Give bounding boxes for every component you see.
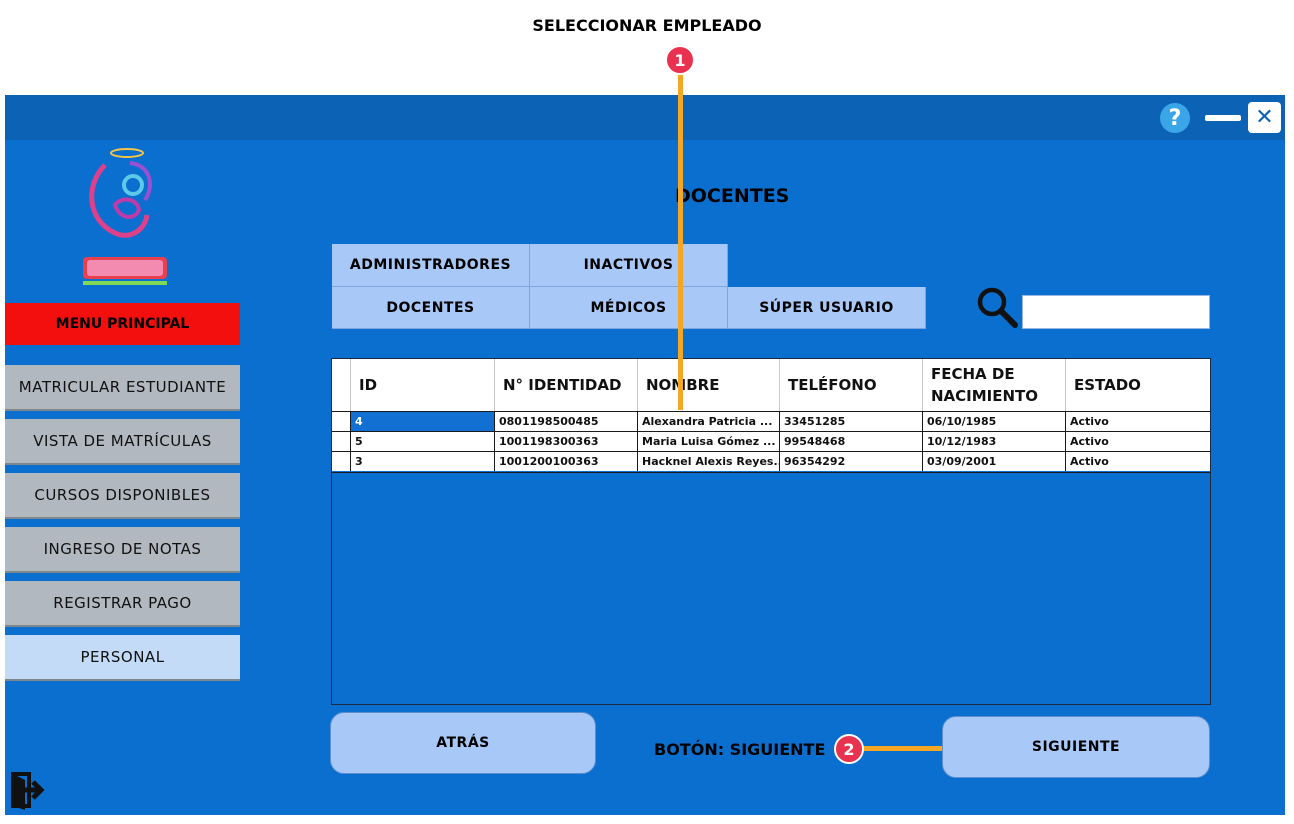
annotation-next-label: BOTÓN: SIGUIENTE [654, 740, 826, 759]
column-header-nombre[interactable]: NOMBRE [637, 359, 779, 411]
cell-id[interactable]: 4 [350, 412, 494, 431]
logo-icon [83, 148, 167, 285]
main-content: DOCENTES ADMINISTRADORES INACTIVOS DOCEN… [240, 140, 1285, 815]
cell-identidad[interactable]: 1001198300363 [494, 432, 637, 451]
title-bar: ? ✕ [5, 95, 1285, 140]
menu-principal-button[interactable]: MENU PRINCIPAL [5, 303, 240, 345]
cell-nombre[interactable]: Maria Luisa Gómez ... [637, 432, 779, 451]
column-header-fecha-nacimiento[interactable]: FECHA DE NACIMIENTO [922, 359, 1065, 411]
callout-line-1 [678, 70, 683, 410]
back-button[interactable]: ATRÁS [330, 712, 596, 774]
callout-line-2 [862, 746, 942, 751]
sidebar: MENU PRINCIPAL MATRICULAR ESTUDIANTE VIS… [5, 140, 240, 815]
tab-inactivos[interactable]: INACTIVOS [530, 244, 728, 287]
cell-id[interactable]: 3 [350, 452, 494, 471]
search-input[interactable] [1022, 295, 1210, 329]
sidebar-item-ingreso-notas[interactable]: INGRESO DE NOTAS [5, 527, 240, 573]
table-row[interactable]: 3 1001200100363 Hacknel Alexis Reyes... … [332, 451, 1210, 471]
cell-estado[interactable]: Activo [1065, 452, 1210, 471]
page-title: DOCENTES [675, 185, 790, 207]
cell-estado[interactable]: Activo [1065, 432, 1210, 451]
table-row[interactable]: 5 1001198300363 Maria Luisa Gómez ... 99… [332, 431, 1210, 451]
cell-estado[interactable]: Activo [1065, 412, 1210, 431]
cell-fecha[interactable]: 10/12/1983 [922, 432, 1065, 451]
cell-fecha[interactable]: 03/09/2001 [922, 452, 1065, 471]
callout-badge-1: 1 [665, 45, 695, 75]
sidebar-item-cursos-disponibles[interactable]: CURSOS DISPONIBLES [5, 473, 240, 519]
sidebar-item-personal[interactable]: PERSONAL [5, 635, 240, 681]
tab-super-usuario[interactable]: SÚPER USUARIO [728, 287, 926, 329]
cell-nombre[interactable]: Hacknel Alexis Reyes... [637, 452, 779, 471]
column-header-identidad[interactable]: N° IDENTIDAD [494, 359, 637, 411]
column-header-id[interactable]: ID [350, 359, 494, 411]
cell-identidad[interactable]: 1001200100363 [494, 452, 637, 471]
cell-telefono[interactable]: 99548468 [779, 432, 922, 451]
search-icon[interactable] [975, 285, 1019, 329]
cell-identidad[interactable]: 0801198500485 [494, 412, 637, 431]
tab-medicos[interactable]: MÉDICOS [530, 287, 728, 329]
column-header-telefono[interactable]: TELÉFONO [779, 359, 922, 411]
cell-telefono[interactable]: 33451285 [779, 412, 922, 431]
table-row[interactable]: 4 0801198500485 Alexandra Patricia ... 3… [332, 411, 1210, 431]
sidebar-item-registrar-pago[interactable]: REGISTRAR PAGO [5, 581, 240, 627]
table-header: ID N° IDENTIDAD NOMBRE TELÉFONO FECHA DE… [332, 359, 1210, 411]
exit-icon[interactable] [11, 770, 47, 810]
column-header-estado[interactable]: ESTADO [1065, 359, 1210, 411]
cell-fecha[interactable]: 06/10/1985 [922, 412, 1065, 431]
next-button[interactable]: SIGUIENTE [942, 716, 1210, 778]
sidebar-item-vista-matriculas[interactable]: VISTA DE MATRÍCULAS [5, 419, 240, 465]
annotation-title: SELECCIONAR EMPLEADO [532, 16, 762, 35]
tab-administradores[interactable]: ADMINISTRADORES [332, 244, 530, 287]
minimize-icon[interactable] [1205, 115, 1241, 121]
close-icon[interactable]: ✕ [1248, 102, 1281, 133]
cell-nombre[interactable]: Alexandra Patricia ... [637, 412, 779, 431]
cell-telefono[interactable]: 96354292 [779, 452, 922, 471]
cell-id[interactable]: 5 [350, 432, 494, 451]
sidebar-item-matricular-estudiante[interactable]: MATRICULAR ESTUDIANTE [5, 365, 240, 411]
table-bottom-border [332, 472, 1210, 473]
help-icon[interactable]: ? [1160, 103, 1190, 133]
tab-docentes[interactable]: DOCENTES [332, 287, 530, 329]
app-window: ? ✕ MENU PRINCIPAL MATRICULAR ESTUDIANTE… [5, 95, 1285, 815]
callout-badge-2: 2 [834, 734, 864, 764]
employees-table: ID N° IDENTIDAD NOMBRE TELÉFONO FECHA DE… [331, 358, 1211, 705]
